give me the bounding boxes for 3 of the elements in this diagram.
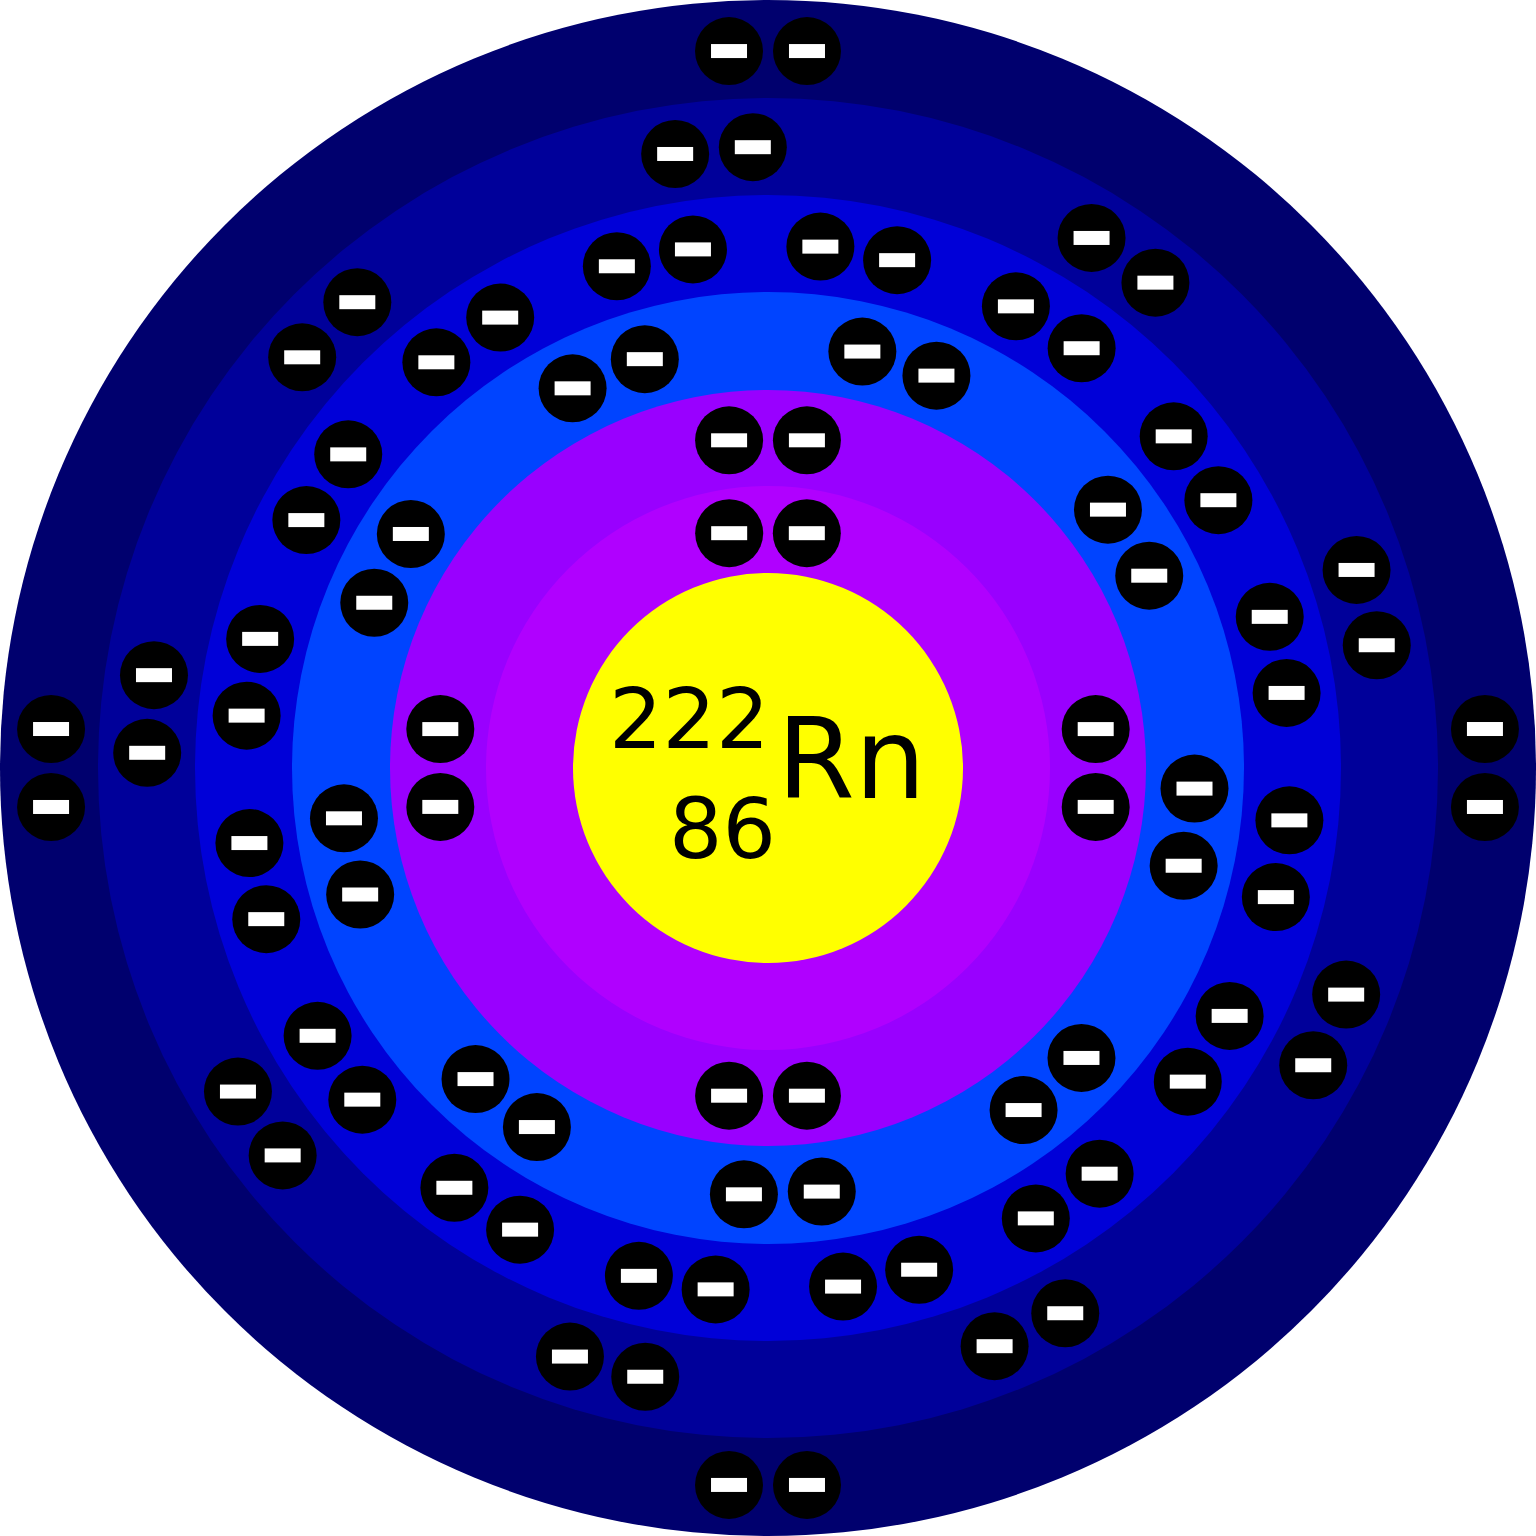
atomic-number: 86: [669, 787, 776, 871]
element-symbol: Rn: [777, 703, 926, 815]
mass-number: 222: [609, 677, 770, 761]
